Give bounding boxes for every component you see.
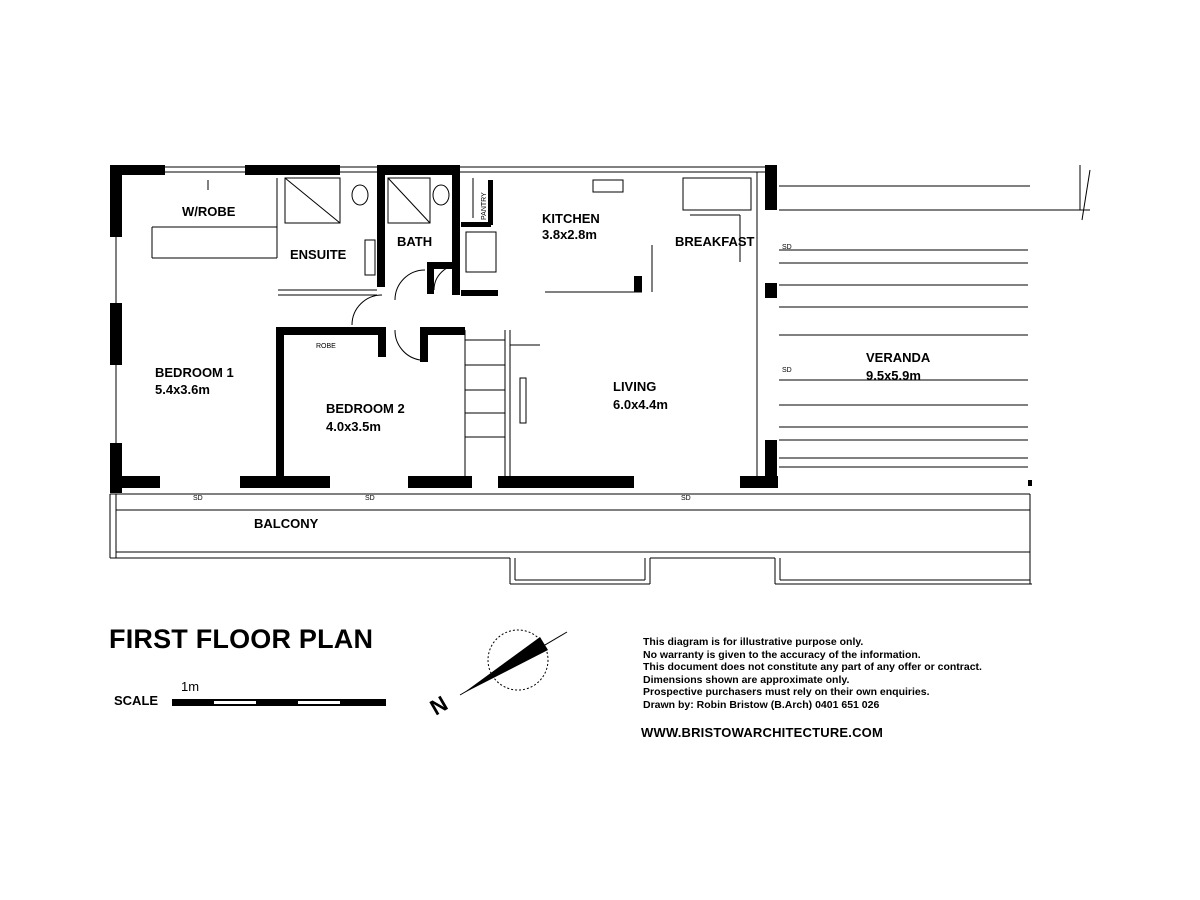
disclaimer-line: Prospective purchasers must rely on thei…	[643, 686, 930, 699]
scale-unit-label: 1m	[181, 679, 200, 694]
disclaimer-line: This diagram is for illustrative purpose…	[643, 636, 864, 648]
disclaimer-line: Dimensions shown are approximate only.	[643, 673, 850, 686]
sd-tag-4: SD	[782, 244, 792, 251]
thin-lines	[109, 165, 1091, 585]
label-balcony: BALCONY	[254, 516, 319, 531]
scale-bar	[172, 699, 386, 706]
room-labels: W/ROBE ENSUITE BATH PANTRY KITCHEN 3.8x2…	[155, 192, 931, 531]
north-arrow-icon	[459, 629, 568, 696]
label-living: LIVING	[613, 379, 656, 394]
label-living-dim: 6.0x4.4m	[613, 397, 668, 412]
label-wrobe: W/ROBE	[182, 204, 236, 219]
scale-label: SCALE	[114, 693, 159, 708]
disclaimer-block: This diagram is for illustrative purpose…	[643, 636, 982, 712]
label-pantry: PANTRY	[481, 192, 488, 220]
label-breakfast: BREAKFAST	[675, 234, 755, 249]
label-bath: BATH	[397, 234, 432, 249]
label-bedroom1: BEDROOM 1	[155, 365, 234, 380]
label-kitchen-dim: 3.8x2.8m	[542, 227, 597, 242]
page-title: FIRST FLOOR PLAN	[109, 624, 374, 654]
label-robe: ROBE	[316, 343, 336, 350]
sd-tag-5: SD	[782, 367, 792, 374]
disclaimer-line: This document does not constitute any pa…	[643, 661, 982, 674]
label-bedroom2: BEDROOM 2	[326, 401, 405, 416]
sd-tag-3: SD	[681, 495, 691, 502]
label-veranda-dim: 9.5x5.9m	[866, 368, 921, 383]
label-bedroom2-dim: 4.0x3.5m	[326, 419, 381, 434]
thick-walls	[110, 165, 1032, 493]
disclaimer-line: No warranty is given to the accuracy of …	[643, 648, 921, 661]
label-bedroom1-dim: 5.4x3.6m	[155, 382, 210, 397]
sd-tag-1: SD	[193, 495, 203, 502]
label-veranda: VERANDA	[866, 350, 931, 365]
disclaimer-line: Drawn by: Robin Bristow (B.Arch) 0401 65…	[643, 698, 880, 711]
label-ensuite: ENSUITE	[290, 247, 347, 262]
sd-tag-2: SD	[365, 495, 375, 502]
label-kitchen: KITCHEN	[542, 211, 600, 226]
website-link[interactable]: WWW.BRISTOWARCHITECTURE.COM	[641, 725, 884, 740]
